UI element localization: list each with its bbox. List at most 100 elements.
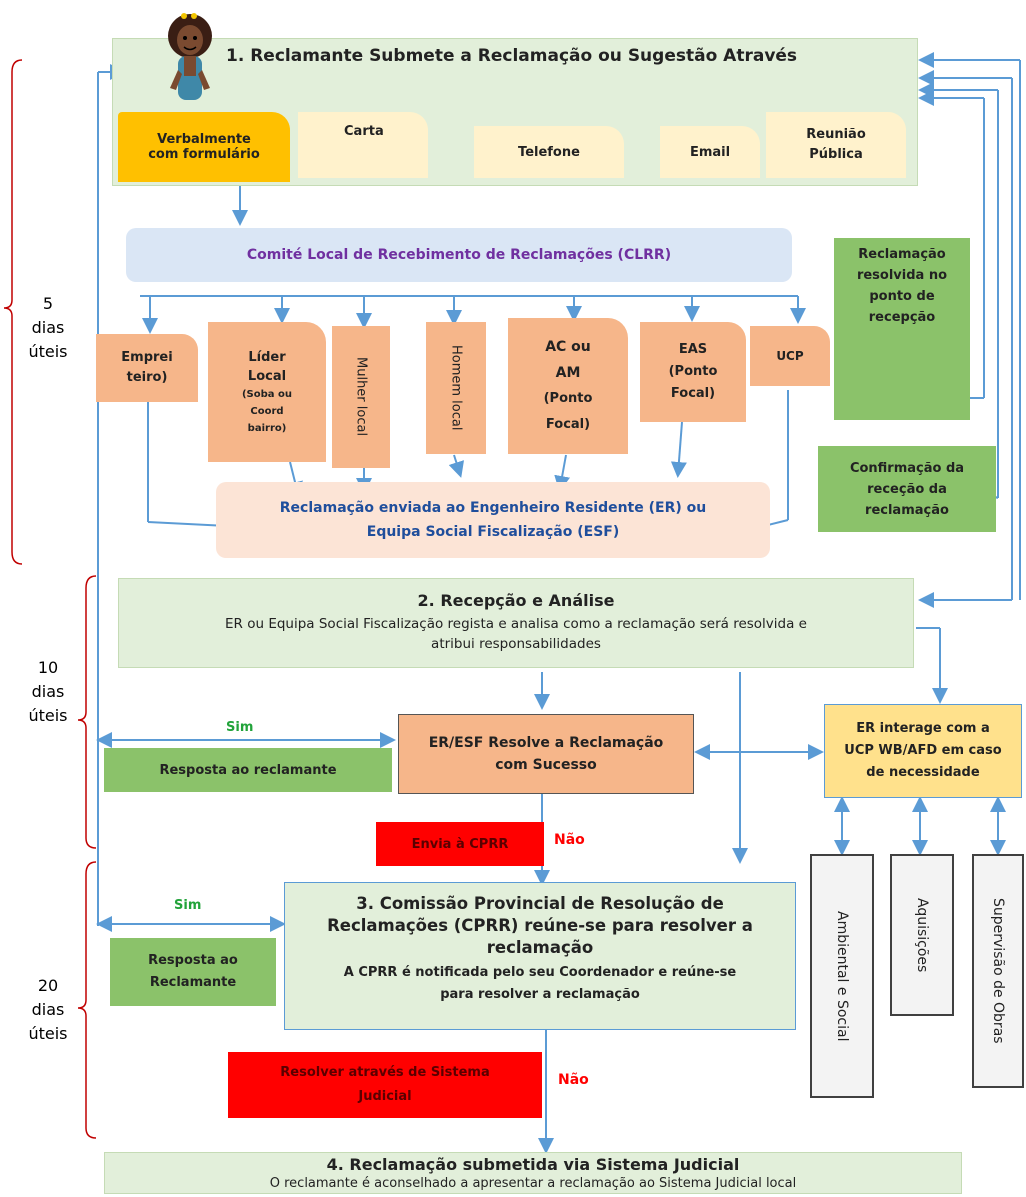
nao-label: Não xyxy=(558,1072,589,1088)
channel-line: Verbalmente xyxy=(157,132,251,147)
channel-line: Telefone xyxy=(518,144,580,160)
receiver-eas: EAS (Ponto Focal) xyxy=(640,322,746,422)
sent-to-er-line: Equipa Social Fiscalização (ESF) xyxy=(366,524,620,540)
judicial-line: Judicial xyxy=(358,1089,412,1104)
timeline-unit-1: dias xyxy=(31,1000,65,1019)
support-environmental-social: Ambiental e Social xyxy=(810,854,874,1098)
step3-body-line: A CPRR é notificada pelo seu Coordenador… xyxy=(343,965,737,980)
er-interacts-line: ER interage com a xyxy=(856,721,990,736)
channel-line: Email xyxy=(689,144,731,160)
channel-phone: Telefone xyxy=(474,126,624,178)
receiver-line: (Ponto xyxy=(668,364,718,379)
receiver-line: Líder xyxy=(248,349,286,365)
confirmation-line: Confirmação da xyxy=(849,460,965,476)
channel-public-meeting: Reunião Pública xyxy=(766,112,906,178)
receiver-line: AC ou xyxy=(545,339,591,355)
resolve-success-box: ER/ESF Resolve a Reclamação com Sucesso xyxy=(398,714,694,794)
step2-body-line: atribui responsabilidades xyxy=(431,636,601,652)
resolved-line: recepção xyxy=(868,310,936,325)
receiver-contractor: Emprei teiro) xyxy=(96,334,198,402)
woman-avatar-icon xyxy=(164,10,216,110)
resolve-line: com Sucesso xyxy=(495,757,597,773)
receiver-local-man: Homem local xyxy=(426,322,486,454)
channel-line: com formulário xyxy=(148,147,260,162)
channel-verbal: Verbalmente com formulário xyxy=(118,112,290,182)
receiver-local-leader: Líder Local (Soba ou Coord bairro) xyxy=(208,322,326,462)
clrr-box: Comité Local de Recebimento de Reclamaçõ… xyxy=(126,228,792,282)
receiver-line: Emprei xyxy=(121,350,173,365)
timeline-unit-2: úteis xyxy=(28,706,68,725)
confirmation-box: Confirmação da receção da reclamação xyxy=(818,446,996,532)
receiver-line: Mulher local xyxy=(353,357,369,437)
timeline-unit-2: úteis xyxy=(28,1024,68,1043)
send-cprr-label: Envia à CPRR xyxy=(411,836,509,852)
receiver-line: bairro) xyxy=(247,422,287,434)
resolved-line: Reclamação xyxy=(858,247,946,262)
nao-label: Não xyxy=(554,832,585,848)
timeline-unit-1: dias xyxy=(31,318,65,337)
response-line: Resposta ao xyxy=(148,953,238,968)
confirmation-line: reclamação xyxy=(865,502,949,518)
support-label: Ambiental e Social xyxy=(834,910,850,1042)
support-label: Aquisições xyxy=(914,897,930,973)
receiver-line: Local xyxy=(247,368,287,384)
send-to-cprr-box: Envia à CPRR xyxy=(376,822,544,866)
step3-title-line: reclamação xyxy=(486,938,594,957)
step1-title: 1. Reclamante Submete a Reclamação ou Su… xyxy=(226,46,798,66)
response-line: Reclamante xyxy=(149,975,237,990)
step4-box: 4. Reclamação submetida via Sistema Judi… xyxy=(104,1152,962,1194)
step3-title-line: Reclamações (CPRR) reúne-se para resolve… xyxy=(327,916,753,935)
resolved-line: ponto de xyxy=(869,289,935,304)
step3-box: 3. Comissão Provincial de Resolução de R… xyxy=(284,882,796,1030)
receiver-ucp: UCP xyxy=(750,326,830,386)
receiver-line: Focal) xyxy=(670,386,716,401)
er-interacts-box: ER interage com a UCP WB/AFD em caso de … xyxy=(824,704,1022,798)
receiver-line: teiro) xyxy=(126,370,168,385)
support-procurement: Aquisições xyxy=(890,854,954,1016)
receiver-line: Coord xyxy=(250,405,284,417)
receiver-line: Focal) xyxy=(545,417,591,432)
support-label: Supervisão de Obras xyxy=(990,898,1006,1044)
judicial-line: Resolver através de Sistema xyxy=(280,1065,490,1080)
channel-letter: Carta xyxy=(298,112,428,178)
timeline-value: 5 xyxy=(42,294,54,313)
clrr-label: Comité Local de Recebimento de Reclamaçõ… xyxy=(246,247,672,263)
response-to-complainant-box: Resposta ao reclamante xyxy=(104,748,392,792)
resolve-line: ER/ESF Resolve a Reclamação xyxy=(428,735,664,751)
resolved-line: resolvida no xyxy=(856,268,948,283)
sent-to-er-box: Reclamação enviada ao Engenheiro Residen… xyxy=(216,482,770,558)
sim-label: Sim xyxy=(174,898,202,913)
timeline-label-20-days: 20 dias úteis xyxy=(18,970,78,1050)
step3-body-line: para resolver a reclamação xyxy=(440,987,640,1002)
receiver-ac-am: AC ou AM (Ponto Focal) xyxy=(508,318,628,454)
step2-box: 2. Recepção e Análise ER ou Equipa Socia… xyxy=(118,578,914,668)
receiver-line: EAS xyxy=(678,342,708,357)
resolved-at-reception-box: Reclamação resolvida no ponto de recepçã… xyxy=(834,238,970,420)
receiver-local-woman: Mulher local xyxy=(332,326,390,468)
sim-label: Sim xyxy=(226,720,254,735)
step2-body-line: ER ou Equipa Social Fiscalização regista… xyxy=(225,616,807,632)
step4-body: O reclamante é aconselhado a apresentar … xyxy=(269,1176,797,1191)
receiver-line: (Ponto xyxy=(543,391,593,406)
timeline-label-5-days: 5 dias úteis xyxy=(18,288,78,368)
channel-line: Reunião xyxy=(806,127,866,142)
receiver-line: AM xyxy=(555,365,581,381)
er-interacts-line: UCP WB/AFD em caso xyxy=(844,743,1002,758)
er-interacts-line: de necessidade xyxy=(866,765,980,780)
step3-title-line: 3. Comissão Provincial de Resolução de xyxy=(356,894,724,913)
receiver-line: Homem local xyxy=(448,345,464,431)
channel-line: Pública xyxy=(809,147,863,162)
timeline-value: 20 xyxy=(37,976,59,995)
sent-to-er-line: Reclamação enviada ao Engenheiro Residen… xyxy=(279,500,707,516)
receiver-line: (Soba ou xyxy=(241,388,293,400)
timeline-unit-1: dias xyxy=(31,682,65,701)
step4-title: 4. Reclamação submetida via Sistema Judi… xyxy=(326,1155,740,1174)
step2-title: 2. Recepção e Análise xyxy=(417,591,615,610)
response-label: Resposta ao reclamante xyxy=(159,762,337,778)
channel-email: Email xyxy=(660,126,760,178)
judicial-system-box: Resolver através de Sistema Judicial xyxy=(228,1052,542,1118)
receiver-line: UCP xyxy=(776,349,804,363)
timeline-label-10-days: 10 dias úteis xyxy=(18,652,78,732)
support-works-supervision: Supervisão de Obras xyxy=(972,854,1024,1088)
timeline-value: 10 xyxy=(37,658,59,677)
